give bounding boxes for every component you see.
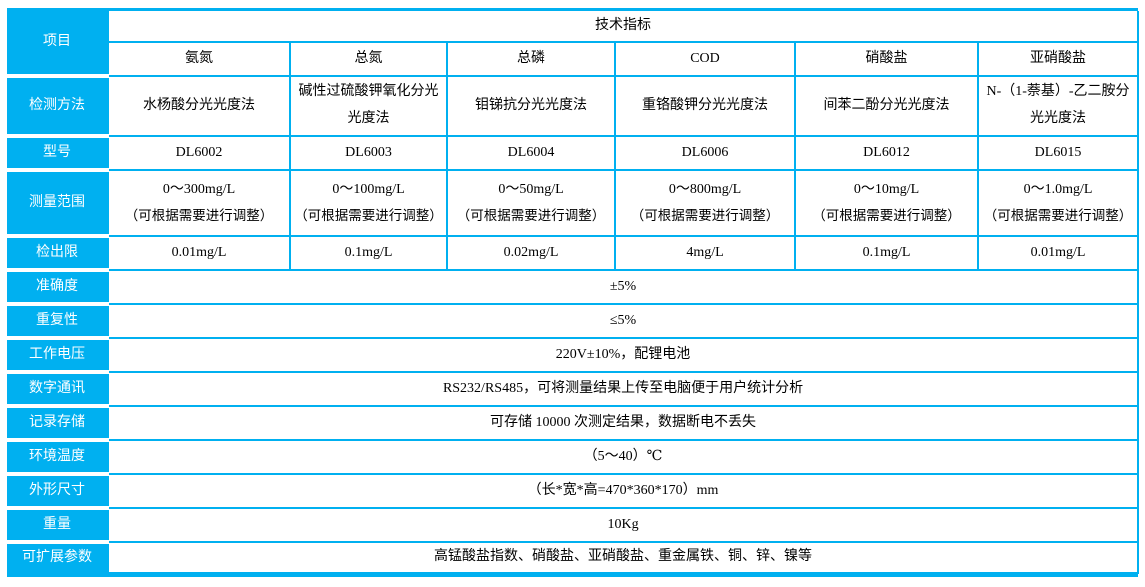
corner-header-cell: 项目 (7, 11, 108, 78)
range-note: （可根据需要进行调整） (630, 208, 780, 224)
voltage-value-cell: 220V±10%，配锂电池 (106, 337, 1140, 373)
column-header-total-nitrogen: 总氮 (289, 41, 448, 77)
model-cell: DL6003 (289, 135, 448, 171)
range-note: （可根据需要进行调整） (983, 208, 1133, 224)
range-value: 0～300mg/L (162, 181, 236, 197)
row-label-detection-limit: 检出限 (7, 236, 108, 272)
table-title-cell: 技术指标 (106, 11, 1140, 43)
column-header-nitrate: 硝酸盐 (794, 41, 979, 77)
storage-value-cell: 可存储 10000 次测定结果，数据断电不丢失 (106, 405, 1140, 441)
range-cell: 0～50mg/L （可根据需要进行调整） (446, 169, 616, 237)
spec-table: 项目 技术指标 氨氮 总氮 总磷 COD 硝酸盐 亚硝酸盐 检测方法 水杨酸分光… (7, 11, 1140, 574)
table-top-border (7, 8, 1138, 11)
range-cell: 0～1.0mg/L （可根据需要进行调整） (976, 169, 1140, 237)
row-label-weight: 重量 (7, 508, 108, 544)
range-note: （可根据需要进行调整） (124, 208, 274, 224)
column-header-cod: COD (614, 41, 796, 77)
accuracy-value-cell: ±5% (106, 269, 1140, 305)
range-cell: 0～100mg/L （可根据需要进行调整） (289, 169, 448, 237)
range-value: 0～50mg/L (498, 181, 564, 197)
ambient-temp-value-cell: （5～40）℃ (106, 439, 1140, 475)
detection-limit-cell: 4mg/L (614, 235, 796, 271)
range-value: 0～10mg/L (853, 181, 920, 197)
row-label-repeatability: 重复性 (7, 304, 108, 340)
row-label-voltage: 工作电压 (7, 338, 108, 374)
model-cell: DL6002 (107, 135, 291, 171)
row-label-method: 检测方法 (7, 76, 108, 138)
row-label-ambient-temp: 环境温度 (7, 440, 108, 476)
weight-value-cell: 10Kg (106, 507, 1140, 543)
method-cell: N-（1-萘基）-乙二胺分光光度法 (976, 75, 1140, 137)
range-note: （可根据需要进行调整） (812, 208, 961, 224)
row-label-range: 测量范围 (7, 170, 108, 238)
model-cell: DL6015 (976, 135, 1140, 171)
method-cell: 钼锑抗分光光度法 (446, 75, 616, 137)
detection-limit-cell: 0.01mg/L (107, 235, 291, 271)
row-label-communication: 数字通讯 (7, 372, 108, 408)
repeatability-value-cell: ≤5% (106, 303, 1140, 339)
model-cell: DL6006 (614, 135, 796, 171)
method-cell: 水杨酸分光光度法 (107, 75, 291, 137)
row-label-storage: 记录存储 (7, 406, 108, 442)
row-label-expandable: 可扩展参数 (7, 542, 108, 573)
range-value: 0～1.0mg/L (1023, 181, 1093, 197)
column-header-total-phosphorus: 总磷 (446, 41, 616, 77)
row-label-dimensions: 外形尺寸 (7, 474, 108, 510)
range-cell: 0～800mg/L （可根据需要进行调整） (614, 169, 796, 237)
range-cell: 0～300mg/L （可根据需要进行调整） (107, 169, 291, 237)
column-header-ammonia: 氨氮 (107, 41, 291, 77)
model-cell: DL6012 (794, 135, 979, 171)
method-cell: 间苯二酚分光光度法 (794, 75, 979, 137)
column-header-nitrite: 亚硝酸盐 (976, 41, 1140, 77)
communication-value-cell: RS232/RS485，可将测量结果上传至电脑便于用户统计分析 (106, 371, 1140, 407)
expandable-value-cell: 高锰酸盐指数、硝酸盐、亚硝酸盐、重金属铁、铜、锌、镍等 (106, 541, 1140, 574)
model-cell: DL6004 (446, 135, 616, 171)
range-cell: 0～10mg/L （可根据需要进行调整） (794, 169, 979, 237)
row-label-model: 型号 (7, 136, 108, 172)
range-note: （可根据需要进行调整） (456, 208, 606, 224)
detection-limit-cell: 0.01mg/L (976, 235, 1140, 271)
detection-limit-cell: 0.1mg/L (289, 235, 448, 271)
row-label-accuracy: 准确度 (7, 270, 108, 306)
method-cell: 重铬酸钾分光光度法 (614, 75, 796, 137)
range-note: （可根据需要进行调整） (294, 208, 443, 224)
method-cell: 碱性过硫酸钾氧化分光光度法 (289, 75, 448, 137)
dimensions-value-cell: （长*宽*高=470*360*170）mm (106, 473, 1140, 509)
range-value: 0～800mg/L (668, 181, 742, 197)
range-value: 0～100mg/L (332, 181, 405, 197)
table-bottom-border (7, 573, 1138, 577)
detection-limit-cell: 0.02mg/L (446, 235, 616, 271)
detection-limit-cell: 0.1mg/L (794, 235, 979, 271)
